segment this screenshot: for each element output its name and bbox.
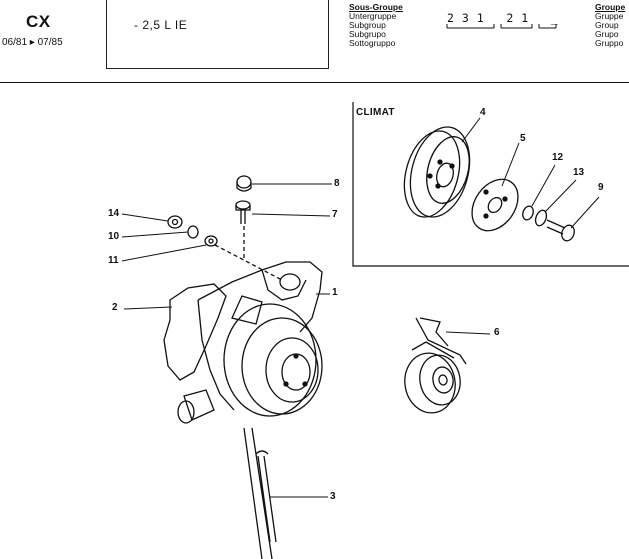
callout-9: 9 [598,182,604,193]
subgroup-label-fr: Sous-Groupe [349,2,403,12]
subgroup-code: 2 3 1 2 1 _ [447,11,559,25]
bolt-7 [235,200,251,224]
stud-axis [214,244,283,281]
engine-box [106,0,329,69]
group-label-en: Group [595,20,619,30]
callout-7: 7 [332,209,338,220]
tensioner-pulley [404,317,467,414]
group-label-fr: Groupe [595,2,626,12]
group-labels: Groupe Gruppe Group Grupo Gruppo [595,3,625,48]
washer-12 [522,205,534,221]
engine-label: - 2,5 L IE [134,18,188,32]
callout-4: 4 [480,107,486,118]
callout-12: 12 [552,152,564,163]
drive-belt [243,427,277,559]
subgroup-labels: Sous-Groupe Untergruppe Subgroup Subgrup… [349,3,403,48]
washer-13 [534,209,548,227]
model-code: CX [26,12,51,31]
gasket [163,283,227,381]
callout-11: 11 [108,255,119,266]
bolt-9 [546,219,575,242]
leader-lines [121,117,600,498]
cap-8 [236,175,252,192]
ac-pulley [403,126,471,218]
washer-11 [204,235,218,247]
subgroup-label-es: Subgrupo [349,29,386,39]
code-underlines [446,24,557,29]
callout-10: 10 [108,231,120,242]
callout-8: 8 [334,178,340,189]
callout-6: 6 [494,327,500,338]
callout-2: 2 [112,302,118,313]
washer-10 [187,225,199,239]
date-range: 06/81 ▸ 07/85 [2,37,63,48]
callout-3: 3 [330,491,336,502]
group-label-de: Gruppe [595,11,624,21]
subgroup-label-de: Untergruppe [349,11,397,21]
inset-frame [352,102,629,267]
subgroup-label-en: Subgroup [349,20,386,30]
flange-plate [471,178,519,232]
callout-14: 14 [108,208,120,219]
inset-title: CLIMAT [356,107,395,118]
group-label-es: Grupo [595,29,619,39]
callout-13: 13 [573,167,585,178]
nut-14 [167,215,183,229]
callout-1: 1 [332,287,338,298]
group-label-it: Gruppo [595,38,624,48]
callout-5: 5 [520,133,526,144]
header-rule [0,82,629,83]
subgroup-label-it: Sottogruppo [349,38,396,48]
water-pump [177,261,323,424]
